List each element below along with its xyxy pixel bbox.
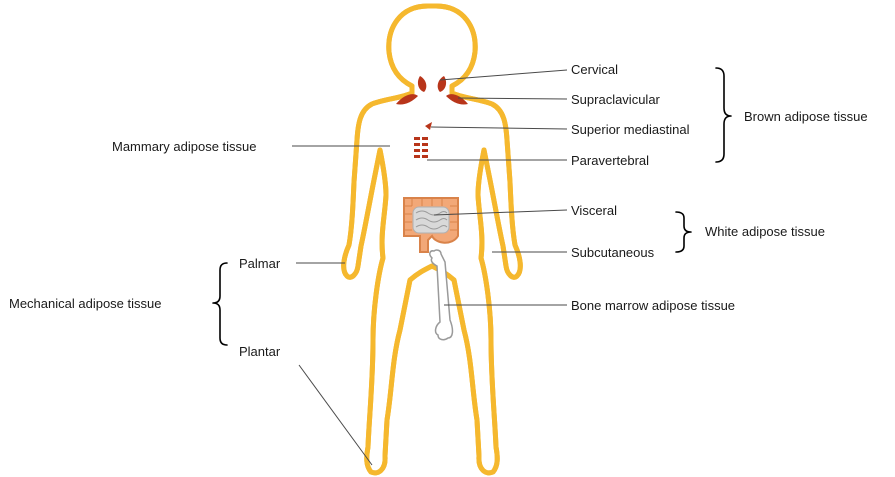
group-label-mechanical: Mechanical adipose tissue [9, 296, 161, 311]
label-bone-marrow: Bone marrow adipose tissue [571, 298, 735, 313]
plantar-leader [299, 365, 372, 465]
white-brace [676, 212, 691, 252]
cervical-leader [440, 70, 567, 80]
label-plantar: Plantar [239, 344, 281, 359]
cervical-fat [418, 76, 426, 92]
label-visceral: Visceral [571, 203, 617, 218]
femur-bone [430, 250, 453, 340]
visceral-fat [413, 207, 449, 233]
intestines [404, 198, 458, 252]
paravertebral-fat [414, 137, 428, 158]
label-subcutaneous: Subcutaneous [571, 245, 655, 260]
superior-mediastinal-leader [431, 127, 567, 129]
label-palmar: Palmar [239, 256, 281, 271]
label-paravertebral: Paravertebral [571, 153, 649, 168]
label-supraclavicular: Supraclavicular [571, 92, 661, 107]
brown-fat-depots [396, 76, 468, 158]
cervical-fat [438, 76, 446, 92]
label-superior-mediastinal: Superior mediastinal [571, 122, 690, 137]
group-label-brown: Brown adipose tissue [744, 109, 868, 124]
brown-brace [716, 68, 731, 162]
label-mammary: Mammary adipose tissue [112, 139, 257, 154]
mechanical-brace [213, 263, 227, 345]
group-label-white: White adipose tissue [705, 224, 825, 239]
superior-mediastinal-fat [425, 122, 432, 130]
label-cervical: Cervical [571, 62, 618, 77]
